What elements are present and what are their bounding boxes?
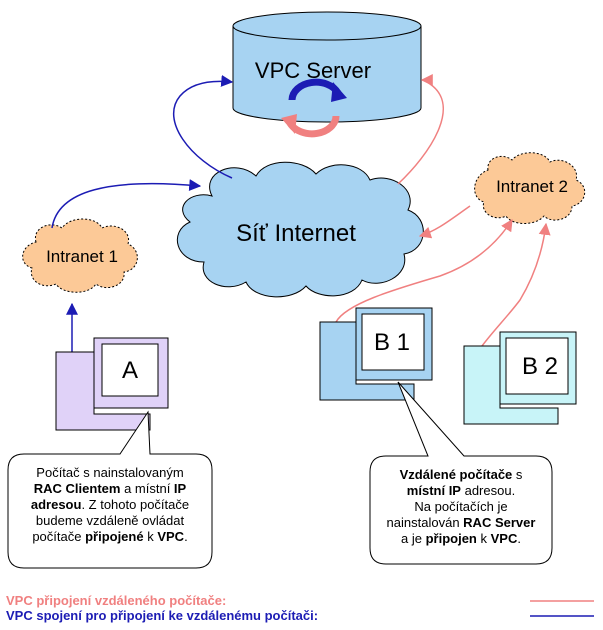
bubble-left-text: Počítač s nainstalovaným RAC Clientem a … [12,465,208,545]
bubble-right-text: Vzdálené počítače s místní IP adresou. N… [374,467,548,547]
bubble-left-line2: RAC Clientem a místní IP [33,481,187,496]
bubble-right-line2: místní IP adresou. [406,483,516,498]
pink-link-internet-server [397,74,444,185]
blue-link-intranet1-internet [51,179,202,229]
bubble-left-line5: počítače připojené k VPC. [32,529,188,544]
blue-link-internet-server [173,74,234,179]
internet-cloud [176,161,424,298]
computer-b1-label: B 1 [374,329,410,356]
intranet2-cloud [474,152,586,224]
bubble-left-line3: adresou. Z tohoto počítače [30,497,190,512]
computer-b1: B 1 [319,307,433,401]
computer-a-label: A [122,357,138,384]
bubble-right-line4: nainstalován RAC Server [386,515,536,530]
pink-link-intranet2-internet [418,205,471,239]
bubble-left-line1: Počítač s nainstalovaným [36,465,184,480]
bubble-right-line1: Vzdálené počítače s [399,467,523,482]
internet-label: Síť Internet [236,220,356,247]
intranet2-label: Intranet 2 [496,177,568,196]
bubble-right-line3: Na počítačích je [414,499,508,514]
legend-blue-label: VPC spojení pro připojení ke vzdálenému … [6,608,319,623]
bubble-right-line5: a je připojen k VPC. [401,531,521,546]
intranet1-label: Intranet 1 [46,247,118,266]
computer-b2-label: B 2 [522,353,558,380]
bubble-left-line4: budeme vzdáleně ovládat [35,513,185,528]
intranet1-cloud [22,218,138,293]
bubble-right [369,381,553,565]
legend-pink-label: VPC připojení vzdáleného počítače: [6,593,227,608]
pink-link-b2-intranet2 [481,222,551,347]
bubble-left [7,410,213,569]
sync-icon [281,78,347,138]
vpc-server: VPC Server [232,11,422,138]
pink-link-b1-intranet2 [335,218,513,323]
computer-a: A [55,337,169,431]
computer-b2: B 2 [463,331,577,425]
